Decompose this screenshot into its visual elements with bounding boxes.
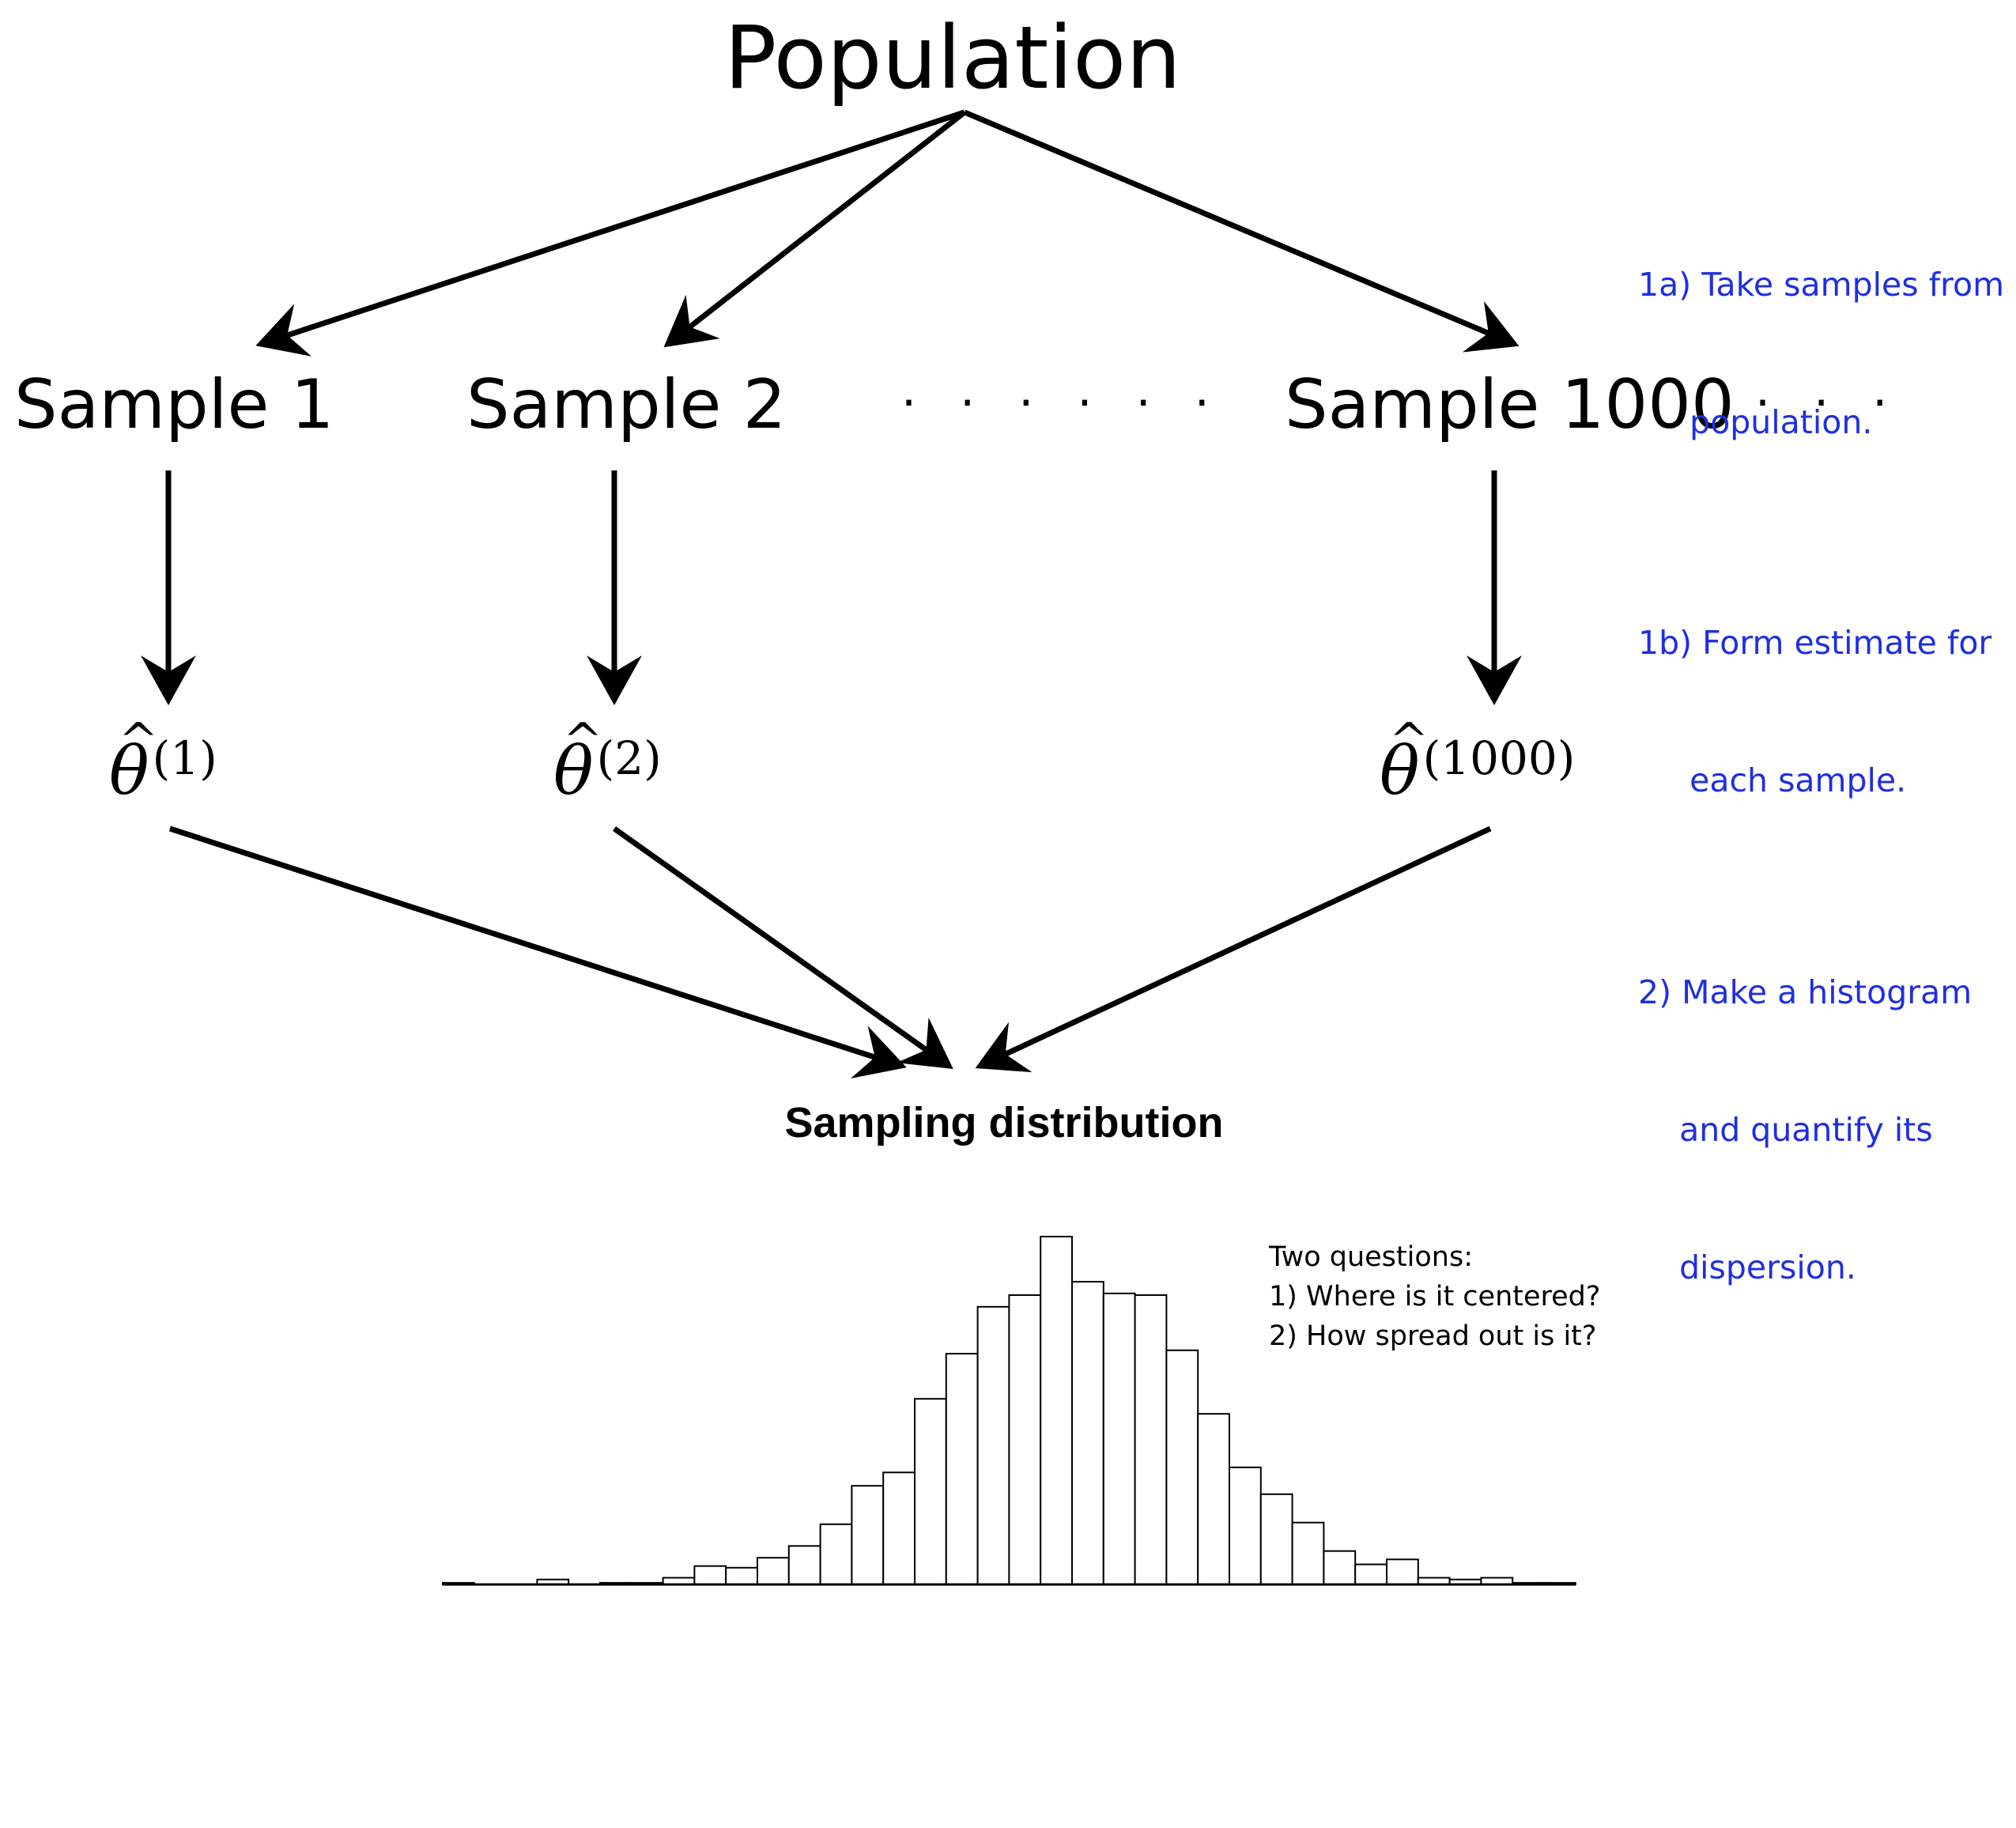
histogram-bar bbox=[819, 1523, 853, 1586]
question-1: 1) Where is it centered? bbox=[1269, 1281, 1601, 1312]
step-2: 2) Make a histogram and quantify its dis… bbox=[1638, 878, 1972, 1336]
sample-1-label: Sample 1 bbox=[14, 365, 334, 444]
sample-1000-label: Sample 1000 bbox=[1285, 365, 1735, 444]
arrows bbox=[141, 109, 1522, 1079]
step-2-line-3: dispersion. bbox=[1638, 1248, 1856, 1286]
histogram-bar bbox=[1134, 1294, 1168, 1585]
arrow-population-to-sample-1 bbox=[255, 109, 966, 357]
histogram-bar bbox=[1102, 1292, 1136, 1586]
histogram-bar bbox=[1040, 1236, 1073, 1585]
histogram bbox=[442, 1236, 1576, 1586]
histogram-bar bbox=[1386, 1558, 1419, 1586]
estimate-2-superscript: (2) bbox=[596, 731, 662, 785]
questions-heading: Two questions: bbox=[1269, 1241, 1473, 1273]
estimate-1-superscript: (1) bbox=[152, 731, 217, 785]
histogram-bar bbox=[1259, 1493, 1293, 1586]
histogram-bar bbox=[1229, 1466, 1262, 1586]
histogram-bar bbox=[1323, 1550, 1357, 1585]
step-1a: 1a) Take samples from population. bbox=[1638, 170, 2004, 491]
histogram-bar bbox=[757, 1557, 790, 1585]
arrow-estimate-2-to-distribution bbox=[612, 826, 953, 1070]
estimate-2: θ(2) bbox=[553, 697, 662, 814]
step-1b-line-1: 1b) Form estimate for bbox=[1638, 624, 1992, 662]
step-1b-line-2: each sample. bbox=[1638, 761, 1907, 799]
estimate-1: θ(1) bbox=[109, 697, 217, 814]
histogram-bar bbox=[851, 1485, 885, 1585]
theta-hat-symbol: θ bbox=[553, 697, 602, 814]
histogram-bar bbox=[976, 1305, 1010, 1586]
histogram-bar bbox=[1354, 1563, 1387, 1585]
histogram-bar bbox=[1008, 1294, 1042, 1585]
histogram-bar bbox=[945, 1353, 979, 1585]
histogram-bar bbox=[1165, 1349, 1199, 1586]
histogram-bar bbox=[1071, 1281, 1104, 1585]
histogram-bar bbox=[1197, 1413, 1230, 1585]
ellipsis-middle: · · · · · · bbox=[901, 376, 1224, 431]
step-2-line-1: 2) Make a histogram bbox=[1638, 973, 1973, 1011]
question-2: 2) How spread out is it? bbox=[1269, 1320, 1597, 1352]
histogram-bar bbox=[914, 1398, 947, 1585]
arrow-population-to-sample-1000 bbox=[963, 109, 1520, 353]
histogram-bar bbox=[1291, 1521, 1325, 1585]
histogram-bar bbox=[725, 1566, 759, 1586]
sampling-distribution-title: Sampling distribution bbox=[784, 1099, 1224, 1146]
step-1a-line-1: 1a) Take samples from bbox=[1638, 266, 2005, 304]
arrow-population-to-sample-2 bbox=[663, 110, 967, 348]
estimate-1000-superscript: (1000) bbox=[1422, 731, 1576, 785]
ellipsis-right: · · · bbox=[1755, 376, 1902, 431]
estimate-1000: θ(1000) bbox=[1380, 697, 1576, 814]
histogram-bar bbox=[787, 1545, 821, 1586]
questions-note: Two questions: 1) Where is it centered? … bbox=[1269, 1237, 1600, 1356]
sample-2-label: Sample 2 bbox=[466, 365, 787, 444]
theta-hat-symbol: θ bbox=[1380, 697, 1429, 814]
histogram-bar bbox=[693, 1565, 727, 1585]
step-1a-line-2: population. bbox=[1638, 403, 1873, 441]
step-2-line-2: and quantify its bbox=[1638, 1111, 1933, 1149]
arrow-estimate-1000-to-distribution bbox=[975, 825, 1492, 1073]
theta-hat-symbol: θ bbox=[109, 697, 158, 814]
histogram-bar bbox=[882, 1471, 916, 1586]
arrow-estimate-1-to-distribution bbox=[168, 825, 907, 1079]
step-1b: 1b) Form estimate for each sample. bbox=[1638, 528, 1991, 849]
population-title: Population bbox=[724, 7, 1181, 108]
